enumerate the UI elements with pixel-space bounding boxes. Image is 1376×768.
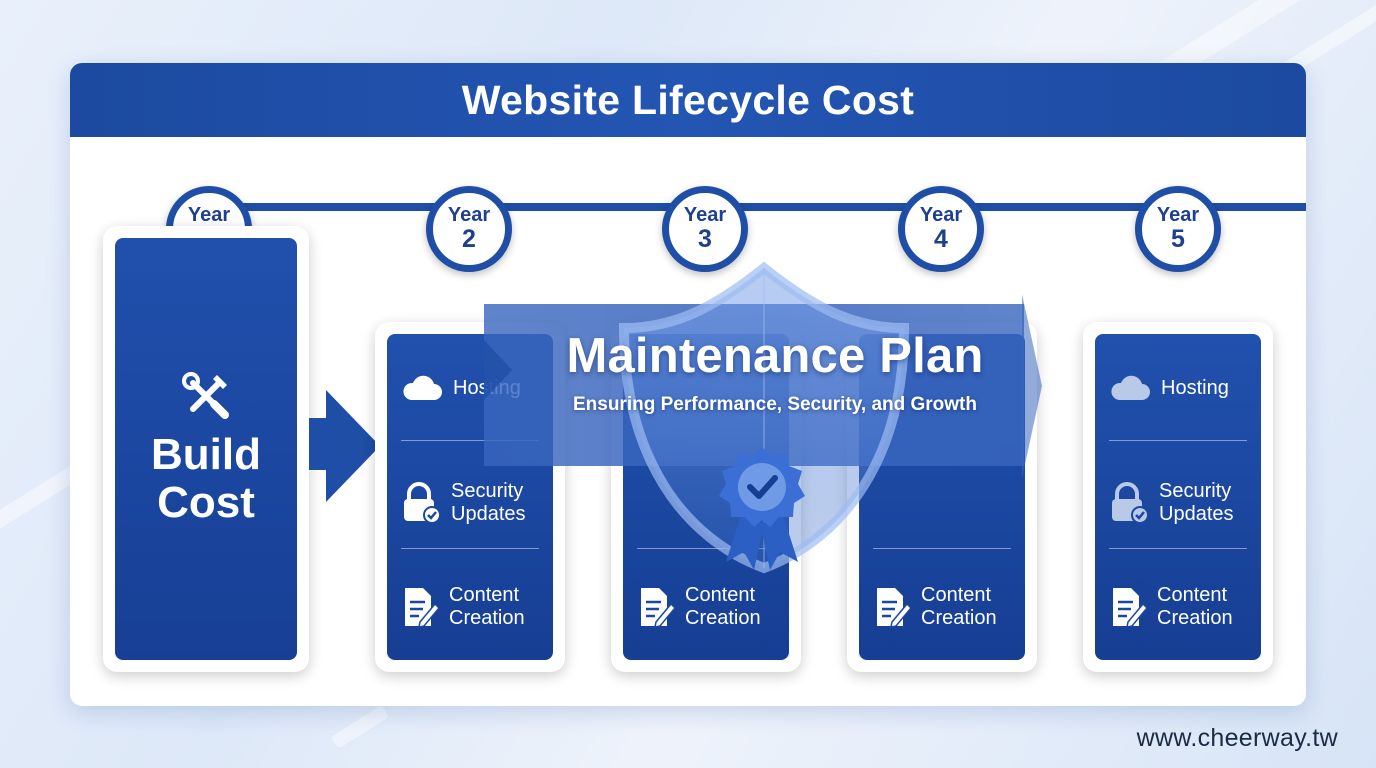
year-number: 5: [1171, 225, 1185, 254]
lock-check-icon: [1109, 482, 1149, 524]
content-label-line2: Creation: [685, 607, 761, 629]
divider: [1109, 548, 1247, 549]
year-label: Year: [1156, 204, 1200, 227]
maintenance-entry-arrow: [484, 340, 512, 400]
divider: [401, 440, 539, 441]
content-label-line1: Content: [685, 584, 756, 606]
cloud-icon: [401, 374, 443, 402]
year-number: 4: [934, 225, 948, 254]
security-label-line2: Updates: [451, 503, 526, 525]
title-bar: Website Lifecycle Cost: [70, 63, 1306, 137]
hosting-label: Hosting: [1161, 376, 1229, 399]
security-label-line1: Security: [451, 480, 524, 502]
year-label: Year: [683, 204, 727, 227]
build-cost-panel: Build Cost: [115, 238, 297, 660]
year-number: 2: [462, 225, 476, 254]
maintenance-band-arrow: [1022, 294, 1042, 478]
background-streak: [330, 705, 390, 749]
website-url: www.cheerway.tw: [1136, 724, 1338, 752]
build-arrow-head: [326, 390, 380, 502]
content-label-line2: Creation: [921, 607, 997, 629]
divider: [873, 548, 1011, 549]
tools-icon: [181, 371, 231, 421]
year-label: Year: [187, 204, 231, 227]
shield-icon: [618, 261, 910, 574]
year-node-4: Year 4: [898, 186, 984, 272]
maintenance-plan-title: Maintenance Plan: [566, 329, 984, 383]
year-node-5: Year 5: [1135, 186, 1221, 272]
year-number: 3: [698, 225, 712, 254]
content-label-line2: Creation: [449, 607, 525, 629]
lock-check-icon: [401, 482, 441, 524]
cloud-icon: [1109, 374, 1151, 402]
content-label-line1: Content: [1157, 584, 1228, 606]
divider: [401, 548, 539, 549]
content-label-line2: Creation: [1157, 607, 1233, 629]
content-label-line1: Content: [921, 584, 992, 606]
document-edit-icon: [873, 586, 911, 628]
check-badge-icon: [719, 447, 805, 570]
document-edit-icon: [637, 586, 675, 628]
maintenance-plan-subtitle: Ensuring Performance, Security, and Grow…: [572, 394, 977, 415]
year-label: Year: [919, 204, 963, 227]
divider: [637, 548, 775, 549]
document-edit-icon: [1109, 586, 1147, 628]
hosting-item: Hosting: [1109, 374, 1247, 402]
content-label-line1: Content: [449, 584, 520, 606]
security-label-line1: Security: [1159, 480, 1232, 502]
security-label-line2: Updates: [1159, 503, 1234, 525]
build-cost-title: Build Cost: [151, 430, 261, 527]
document-edit-icon: [401, 586, 439, 628]
build-cost-card: Build Cost: [103, 226, 309, 672]
divider: [1109, 440, 1247, 441]
year-node-2: Year 2: [426, 186, 512, 272]
timeline-line: [210, 203, 1306, 211]
year-label: Year: [447, 204, 491, 227]
build-arrow-shaft: [309, 418, 331, 470]
diagram-title: Website Lifecycle Cost: [461, 76, 915, 123]
year-node-3: Year 3: [662, 186, 748, 272]
